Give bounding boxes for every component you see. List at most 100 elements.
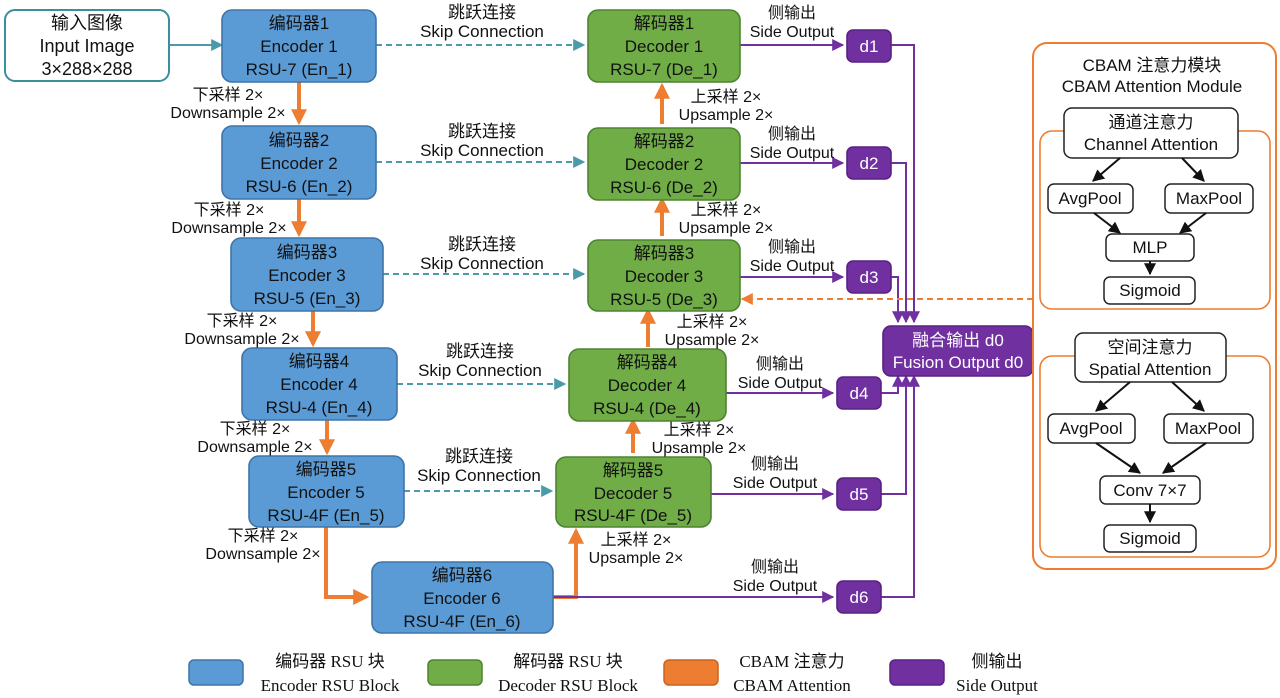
decoder-4-cn: 解码器4: [617, 353, 677, 372]
side-output-d3: d3: [846, 260, 892, 294]
channel-arrow-max: [1181, 157, 1205, 182]
encoder-2-en: Encoder 2: [260, 154, 338, 173]
cbam-title-en: CBAM Attention Module: [1062, 77, 1242, 96]
down-label-cn-5: 下采样 2×: [228, 527, 299, 545]
legend-cbam-en: CBAM Attention: [733, 676, 851, 695]
channel-attention-en: Channel Attention: [1084, 135, 1218, 154]
spatial-maxpool-box: [1163, 413, 1254, 444]
skip-label-cn-3: 跳跃连接: [448, 235, 516, 254]
side-label-cn-6: 侧输出: [751, 558, 799, 576]
up-label-cn-5: 上采样 2×: [664, 421, 735, 439]
side-label-en-6: Side Output: [733, 578, 818, 595]
decoder-1-cn: 解码器1: [634, 14, 694, 33]
spatial-attention-cn: 空间注意力: [1108, 338, 1193, 357]
decoder-block-5: 解码器5 Decoder 5 RSU-4F (De_5): [555, 456, 712, 528]
up-label-cn-4: 上采样 2×: [677, 313, 748, 331]
down-label-cn-1: 下采样 2×: [193, 86, 264, 104]
connectors: [170, 39, 1033, 605]
legend-decoder-en: Decoder RSU Block: [498, 676, 638, 695]
skip-label-cn-1: 跳跃连接: [448, 3, 516, 22]
cbam-module: CBAM 注意力模块 CBAM Attention Module 通道注意力 C…: [1032, 42, 1277, 570]
fusion-output-cn: 融合输出 d0: [912, 331, 1004, 350]
decoder-5-en: Decoder 5: [594, 484, 672, 503]
down-label-en-5: Downsample 2×: [205, 546, 320, 563]
spatial-arrow-max: [1171, 381, 1205, 412]
input-image-box: 输入图像 Input Image 3×288×288: [4, 9, 170, 82]
encoder-block-6: 编码器6 Encoder 6 RSU-4F (En_6): [371, 561, 554, 634]
channel-attention-title-box: [1063, 107, 1239, 159]
spatial-attention-en: Spatial Attention: [1089, 360, 1212, 379]
input-label-en: Input Image: [39, 36, 134, 56]
skip-label-cn-2: 跳跃连接: [448, 122, 516, 141]
encoder-1-rsu: RSU-7 (En_1): [246, 60, 353, 79]
down-label-cn-4: 下采样 2×: [220, 420, 291, 438]
skip-label-cn-5: 跳跃连接: [445, 447, 513, 466]
spatial-arrow-conv-left: [1095, 442, 1141, 474]
up-label-en-4: Upsample 2×: [665, 332, 760, 349]
spatial-sigmoid-label: Sigmoid: [1119, 529, 1180, 548]
encoder-block-1: 编码器1 Encoder 1 RSU-7 (En_1): [221, 9, 377, 83]
legend-cbam-swatch: [663, 659, 719, 686]
side-label-cn-3: 侧输出: [768, 238, 816, 256]
encoder-block-3: 编码器3 Encoder 3 RSU-5 (En_3): [230, 237, 384, 312]
fusion-line-4: [881, 374, 904, 394]
decoder-3-rsu: RSU-5 (De_3): [610, 290, 718, 309]
channel-avgpool-label: AvgPool: [1058, 189, 1121, 208]
side-output-labels: 侧输出 Side Output 侧输出 Side Output 侧输出 Side…: [733, 4, 835, 595]
down-label-en-2: Downsample 2×: [171, 220, 286, 237]
legend-cbam: CBAM 注意力 CBAM Attention: [663, 652, 851, 695]
cbam-title-cn: CBAM 注意力模块: [1083, 56, 1222, 75]
side-label-cn-2: 侧输出: [768, 125, 816, 143]
channel-arrow-avg: [1092, 157, 1121, 182]
channel-sigmoid-box: [1103, 276, 1196, 305]
channel-avgpool-box: [1047, 183, 1134, 214]
downsample-arrow-5: [324, 527, 370, 605]
side-output-d4-label: d4: [850, 384, 869, 403]
side-output-d2-label: d2: [860, 154, 879, 173]
encoder-5-rsu: RSU-4F (En_5): [267, 506, 384, 525]
up-label-cn-2: 上采样 2×: [691, 88, 762, 106]
side-output-d4: d4: [836, 376, 882, 410]
down-label-en-1: Downsample 2×: [170, 105, 285, 122]
fusion-output-box: 融合输出 d0 Fusion Output d0: [882, 325, 1034, 377]
encoder-3-cn: 编码器3: [277, 243, 337, 262]
channel-sigmoid-label: Sigmoid: [1119, 281, 1180, 300]
legend-cbam-cn: CBAM 注意力: [739, 652, 844, 671]
spatial-conv-label: Conv 7×7: [1113, 481, 1186, 500]
decoder-block-1: 解码器1 Decoder 1 RSU-7 (De_1): [587, 9, 741, 83]
skip-label-en-1: Skip Connection: [420, 22, 544, 41]
encoder-6-cn: 编码器6: [432, 566, 492, 585]
side-output-d1: d1: [846, 29, 892, 63]
spatial-arrow-conv-right: [1162, 442, 1207, 474]
side-output-d3-label: d3: [860, 268, 879, 287]
skip-label-en-5: Skip Connection: [417, 466, 541, 485]
legend-encoder-en: Encoder RSU Block: [261, 676, 400, 695]
legend: 编码器 RSU 块 Encoder RSU Block 解码器 RSU 块 De…: [188, 652, 1038, 695]
side-output-d2: d2: [846, 146, 892, 180]
side-output-d6-label: d6: [850, 588, 869, 607]
decoder-1-en: Decoder 1: [625, 37, 703, 56]
skip-label-en-4: Skip Connection: [418, 361, 542, 380]
side-output-d1-label: d1: [860, 37, 879, 56]
side-output-d5: d5: [836, 477, 882, 511]
down-label-en-4: Downsample 2×: [197, 439, 312, 456]
channel-arrow-mlp-left: [1093, 212, 1121, 234]
decoder-5-cn: 解码器5: [603, 461, 663, 480]
fusion-line-1: [891, 44, 920, 324]
channel-maxpool-box: [1164, 183, 1254, 214]
decoder-1-rsu: RSU-7 (De_1): [610, 60, 718, 79]
legend-side-output: 侧输出 Side Output: [889, 652, 1038, 695]
up-label-en-3: Upsample 2×: [679, 220, 774, 237]
down-label-en-3: Downsample 2×: [184, 331, 299, 348]
up-label-cn-6: 上采样 2×: [601, 531, 672, 549]
encoder-2-rsu: RSU-6 (En_2): [246, 177, 353, 196]
decoder-4-en: Decoder 4: [608, 376, 686, 395]
legend-encoder: 编码器 RSU 块 Encoder RSU Block: [188, 652, 400, 695]
spatial-avgpool-label: AvgPool: [1059, 419, 1122, 438]
up-label-cn-3: 上采样 2×: [691, 201, 762, 219]
legend-side-output-en: Side Output: [956, 676, 1038, 695]
skip-labels: 跳跃连接 Skip Connection 跳跃连接 Skip Connectio…: [417, 3, 544, 485]
channel-attention-cn: 通道注意力: [1109, 113, 1194, 132]
encoder-5-en: Encoder 5: [287, 483, 365, 502]
